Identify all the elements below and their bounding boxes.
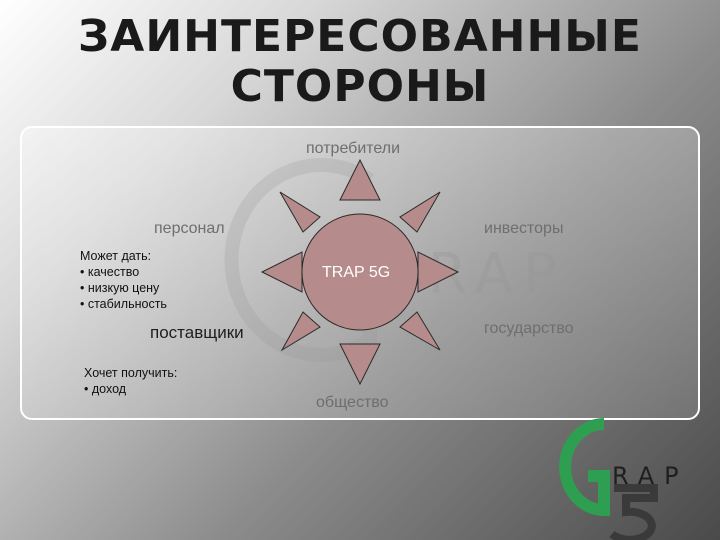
label-suppliers: поставщики [150,323,244,342]
ray-top [339,158,381,201]
logo-g-icon [559,418,658,540]
watermark-g-icon [224,158,377,362]
ray-left [260,251,303,293]
ray-lower-left [280,311,321,352]
ray-lower-right [399,311,441,351]
ray-right [417,251,460,293]
sun-core [301,213,419,331]
note-heading: Может дать: [80,249,152,263]
page-title: ЗАИНТЕРЕСОВАННЫЕ СТОРОНЫ [0,12,720,112]
logo-text: RAP [612,462,689,490]
note-item: • доход [84,382,127,396]
title-line-2: СТОРОНЫ [230,61,490,112]
ray-upper-right [399,191,441,233]
label-staff: персонал [154,220,225,237]
note-item: • низкую цену [80,281,160,295]
label-investors: инвесторы [484,220,564,237]
note-can-give: Может дать: • качество • низкую цену • с… [80,248,167,312]
note-item: • стабильность [80,297,167,311]
label-government: государство [484,320,574,337]
label-society: общество [316,394,389,411]
note-item: • качество [80,265,140,279]
note-wants: Хочет получить: • доход [84,365,177,397]
center-label: TRAP 5G [322,264,391,281]
note-heading: Хочет получить: [84,366,178,380]
ray-upper-left [279,191,321,233]
ray-bottom [339,343,381,386]
label-consumers: потребители [306,140,401,157]
title-line-1: ЗАИНТЕРЕСОВАННЫЕ [78,11,642,62]
